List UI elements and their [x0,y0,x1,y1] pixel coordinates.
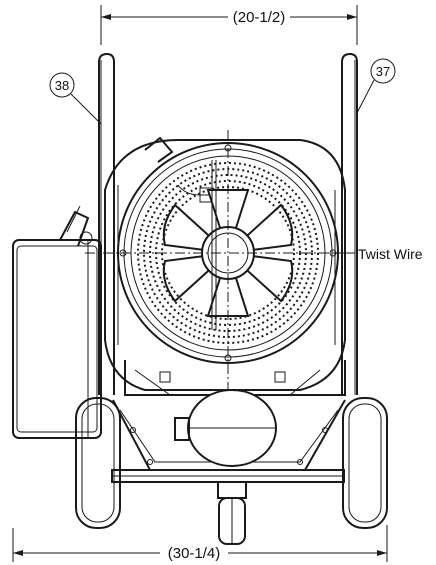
base-plate [111,469,345,483]
wire-harness [177,160,217,330]
bottom-dimension-label: (30-1/4) [168,545,221,562]
callout-37-label: 37 [376,64,390,79]
twist-wire-label: Twist Wire [358,246,423,262]
front-caster [217,482,247,545]
top-dimension-label: (20-1/2) [233,9,286,26]
callout-38-label: 38 [55,78,69,93]
right-handle [341,52,358,395]
side-housing [12,239,102,439]
fuel-tube [59,136,174,247]
right-wheel [342,397,388,529]
callout-38: 38 [49,72,102,125]
left-wheel [75,397,121,529]
top-dimension: (20-1/2) [100,5,358,45]
fuel-tank [174,389,277,467]
twist-wire-callout: Twist Wire [333,246,423,262]
callout-37: 37 [356,58,396,114]
bottom-dimension: (30-1/4) [12,525,388,562]
